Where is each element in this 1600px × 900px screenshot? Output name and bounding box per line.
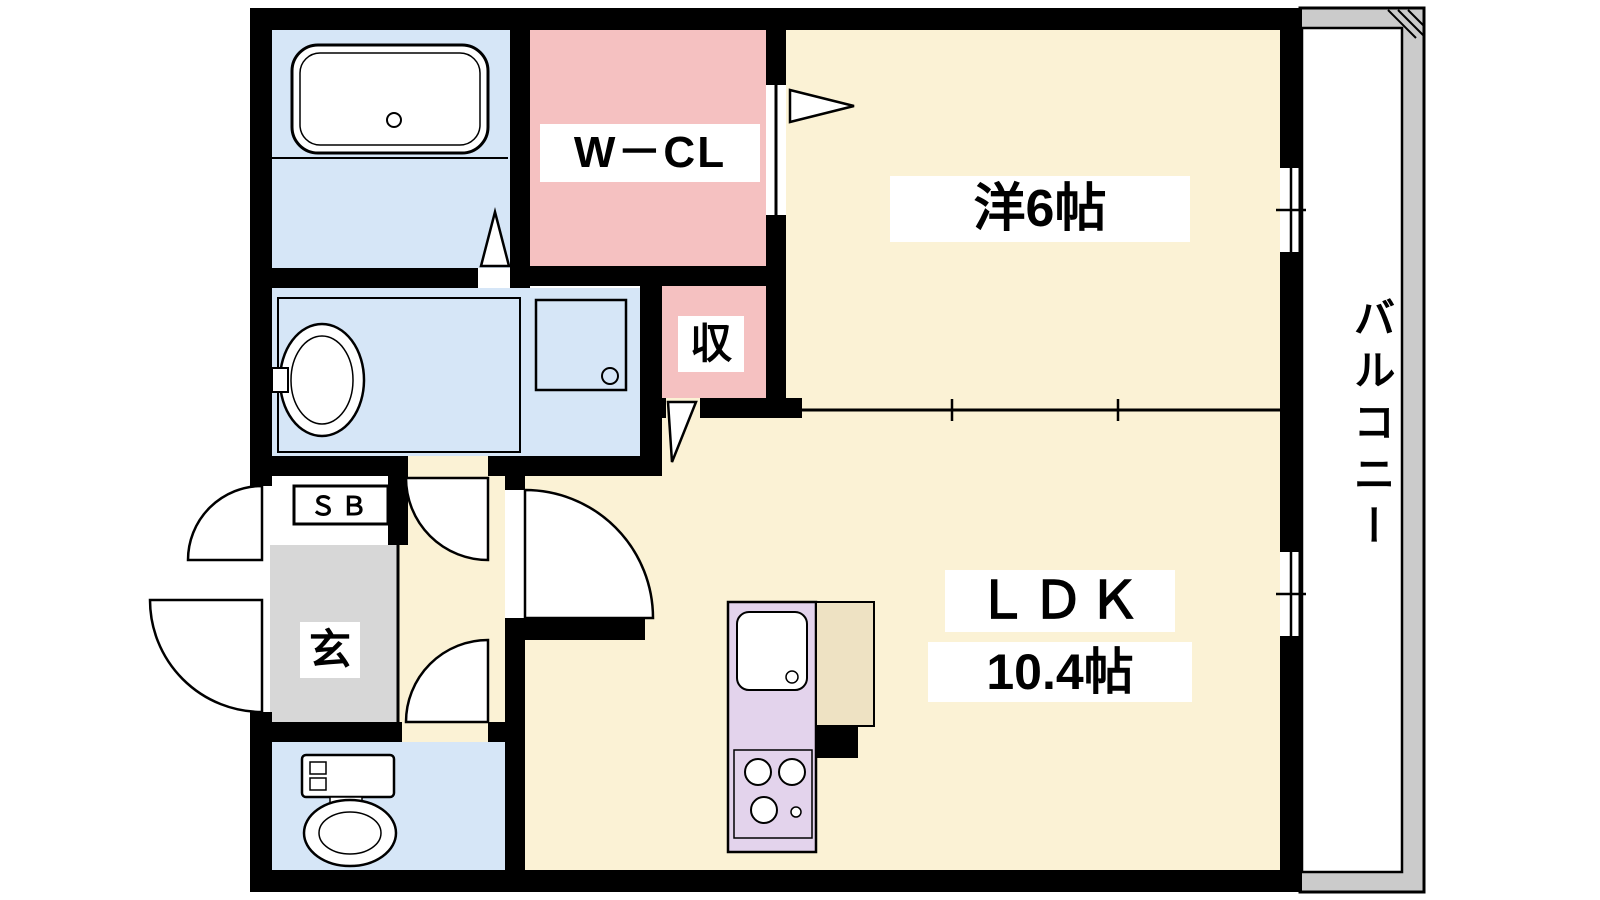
side-counter [815,601,875,727]
toilet [300,753,398,868]
shoe-box [292,484,390,526]
toilet-door-swing [404,638,490,724]
balcony-label: バルコニー [1330,286,1395,566]
walls [250,8,1302,892]
western-room-label: 洋6帖 [890,176,1190,242]
shoe-box-label: ＳＢ [309,490,372,521]
ldk-room [525,398,1280,872]
storage-door-marker [666,400,698,463]
entrance-label: 玄 [300,622,360,678]
kitchen-sink [736,611,808,691]
washroom-door-swing [404,476,490,562]
kitchen-unit [726,600,875,854]
window-and-partition-glyphs [396,85,1306,722]
door-swings [148,88,855,724]
balcony-structure [1298,6,1426,894]
ldk-label: ＬＤＫ [945,570,1175,632]
washbasin [271,297,521,453]
ldk-door-swing [523,488,655,620]
closet-door-marker [788,88,855,124]
entrance-door-swing-upper [186,484,264,562]
bathtub [272,43,508,159]
bath-door-marker [479,207,511,268]
entrance-door-swing-lower [148,598,264,714]
counter-end [816,726,858,758]
ldk-size-label: 10.4帖 [928,642,1192,702]
gas-stove [733,749,813,839]
washing-machine-pan [534,298,628,392]
storage-label: 収 [678,316,744,372]
walk-in-closet-label: W－CL [540,124,760,182]
